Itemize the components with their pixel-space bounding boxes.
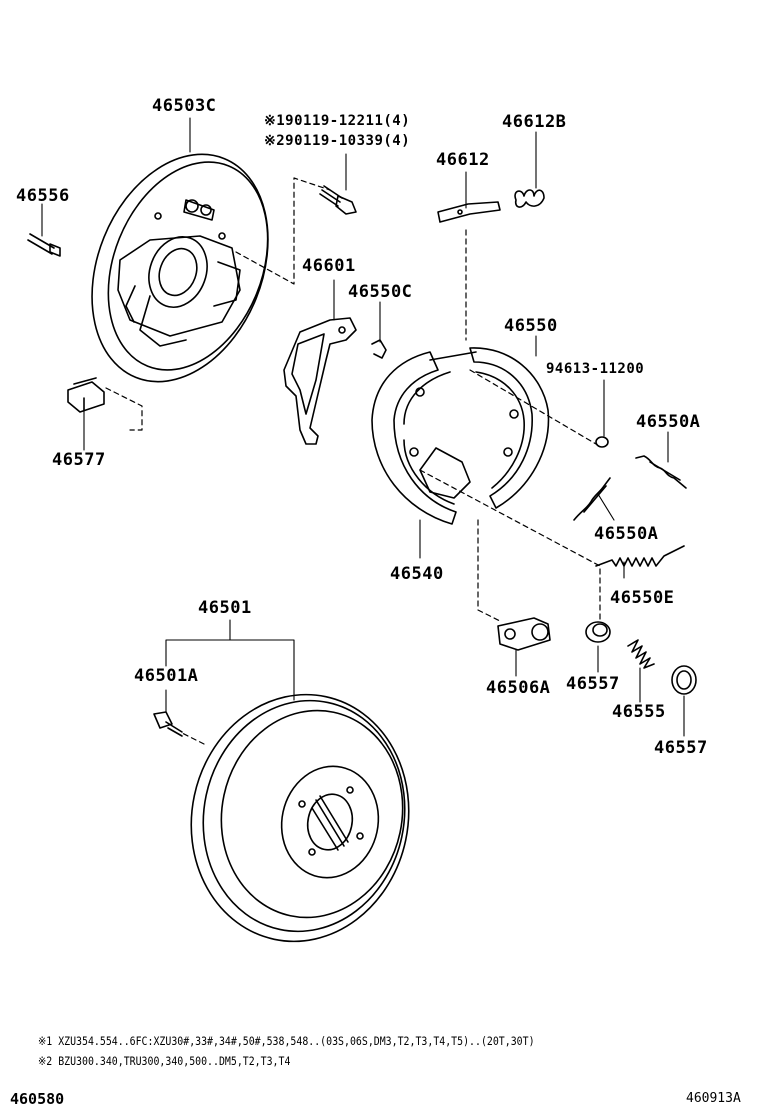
label-90119-12211: ※190119-12211(4)	[264, 113, 411, 129]
applicability-note-2: ※2 BZU300.340,TRU300,340,500..DM5,T2,T3,…	[38, 1054, 291, 1068]
cup-46557-a	[585, 621, 611, 643]
label-46555: 46555	[612, 702, 666, 722]
label-46550E: 46550E	[610, 588, 675, 608]
label-46501: 46501	[198, 598, 252, 618]
label-46550: 46550	[504, 316, 558, 336]
figure-code-left: 460580	[10, 1090, 65, 1108]
washer-94613	[595, 436, 609, 448]
figure-code-right: 460913A	[686, 1091, 741, 1106]
applicability-note-1: ※1 XZU354.554..6FC:XZU30#,33#,34#,50#,53…	[38, 1034, 535, 1048]
label-46612: 46612	[436, 150, 490, 170]
bolt-46556	[27, 233, 61, 257]
label-46557-a: 46557	[566, 674, 620, 694]
label-46557-b: 46557	[654, 738, 708, 758]
label-46550A-lower: 46550A	[594, 524, 659, 544]
label-46503C: 46503C	[152, 96, 217, 116]
spring-46550A-lower	[573, 477, 611, 521]
label-46556: 46556	[16, 186, 70, 206]
label-46501A: 46501A	[134, 666, 199, 686]
spring-46550E	[595, 545, 685, 567]
label-46550C: 46550C	[348, 282, 413, 302]
leader-dashed-lines	[105, 177, 601, 745]
spring-46550A-upper	[635, 455, 687, 489]
strut-46612	[437, 201, 501, 223]
clip-46550C	[371, 339, 387, 359]
label-46577: 46577	[52, 450, 106, 470]
label-46601: 46601	[302, 256, 356, 276]
label-46612B: 46612B	[502, 112, 567, 132]
spring-46555	[627, 639, 655, 669]
backing-plate-46503C	[91, 153, 269, 383]
wheel-cylinder-46506A	[497, 617, 551, 651]
leader-lines	[41, 117, 685, 737]
label-90119-10339: ※290119-10339(4)	[264, 133, 411, 149]
hub-bolt-46501A	[153, 711, 183, 737]
plug-46577	[67, 377, 105, 413]
label-46506A: 46506A	[486, 678, 551, 698]
cup-46557-b	[671, 665, 697, 695]
brake-shoe-set-46550	[371, 347, 550, 525]
spring-46612B	[514, 189, 545, 208]
bolt-90119	[319, 185, 357, 215]
label-46540: 46540	[390, 564, 444, 584]
drum-46501	[190, 693, 410, 943]
label-94613-11200: 94613-11200	[546, 361, 645, 377]
label-46550A-upper: 46550A	[636, 412, 701, 432]
lever-46601	[283, 317, 357, 445]
